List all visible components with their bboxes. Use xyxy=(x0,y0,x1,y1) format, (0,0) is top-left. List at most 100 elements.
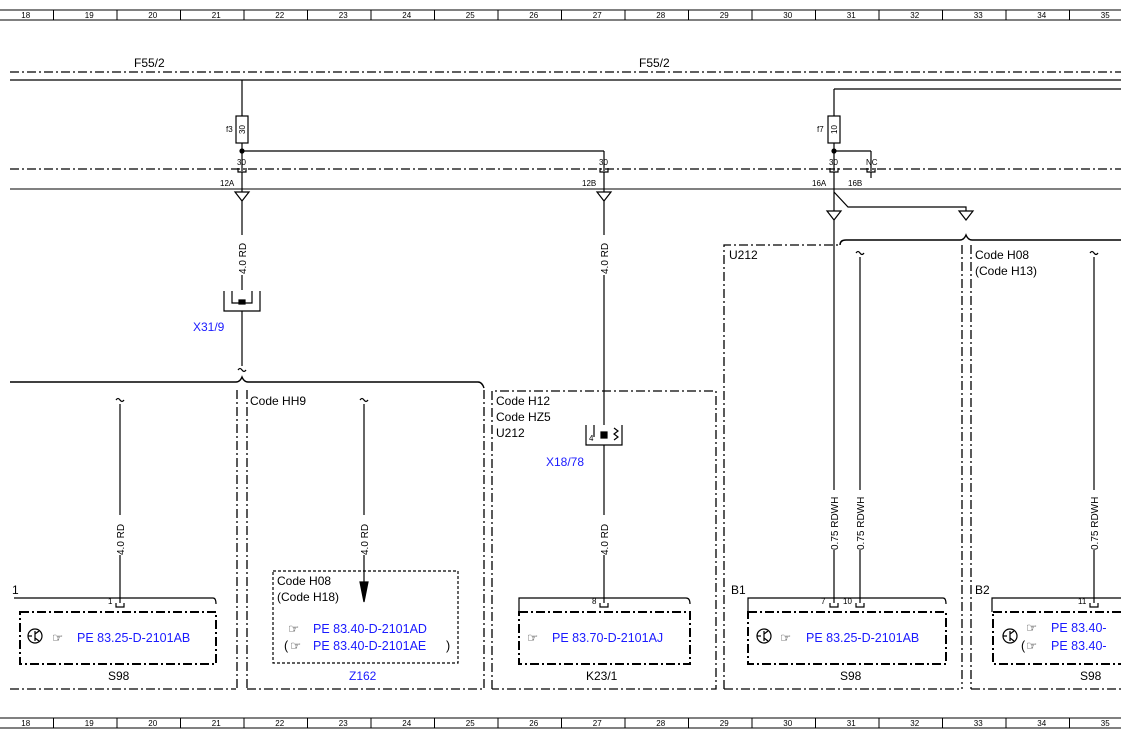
pin-12b: 12B xyxy=(582,179,596,188)
ruler-top-cell-label: 26 xyxy=(529,11,538,20)
fuse-f3-name: f3 xyxy=(226,125,233,134)
ruler-bottom-cell-label: 20 xyxy=(148,719,157,728)
s98-b2-name: S98 xyxy=(1080,669,1102,683)
bus-connector-pins xyxy=(237,168,876,192)
ruler-bottom-cell-label: 31 xyxy=(847,719,856,728)
s98-b2-ref-alt[interactable]: PE 83.40- xyxy=(1051,639,1107,653)
z162-name[interactable]: Z162 xyxy=(349,669,377,683)
ruler-bottom-cell-label: 25 xyxy=(466,719,475,728)
zone-wires xyxy=(115,220,1099,603)
ruler-top-cell-label: 19 xyxy=(85,11,94,20)
zone-code-h08-right: Code H08 xyxy=(975,248,1029,262)
component-s98-b2[interactable] xyxy=(991,597,1121,665)
s98-left-pin: 1 xyxy=(108,597,113,606)
ruler-bottom-cell-label: 18 xyxy=(21,719,30,728)
ruler-top-cell-label: 20 xyxy=(148,11,157,20)
k23-ref[interactable]: PE 83.70-D-2101AJ xyxy=(552,631,663,645)
connector-x18-78[interactable]: X18/78 xyxy=(546,455,584,469)
s98-b1-pin-a: 7 xyxy=(821,597,826,606)
z162-code: Code H08 xyxy=(277,574,331,588)
pin-16b: 16B xyxy=(848,179,862,188)
s98-b2-paren-open: ( xyxy=(1021,639,1026,653)
wire-label-left-top: 4.0 RD xyxy=(238,243,249,274)
s98-left-ref-icon: ☞ xyxy=(52,631,63,645)
k23-pin: 8 xyxy=(592,597,597,606)
s98-b2-ref-icon: ☞ xyxy=(1026,621,1037,635)
ruler-bottom-cell-label: 22 xyxy=(275,719,284,728)
ruler-top-cell-label: 22 xyxy=(275,11,284,20)
ruler-bottom-cell-label: 34 xyxy=(1037,719,1046,728)
s98-left-ref[interactable]: PE 83.25-D-2101AB xyxy=(77,631,190,645)
s98-left-name: S98 xyxy=(108,669,130,683)
bus-f55-2 xyxy=(10,71,1121,190)
fuse-f3 xyxy=(235,80,605,171)
z162-ref-alt[interactable]: PE 83.40-D-2101AE xyxy=(313,639,426,653)
connector-x31-9[interactable]: X31/9 xyxy=(193,320,225,334)
wire-mid-column xyxy=(585,201,623,598)
pin-30-right: 30 xyxy=(829,158,838,167)
ruler-top-cell-label: 25 xyxy=(466,11,475,20)
ruler-bottom-cell-label: 33 xyxy=(974,719,983,728)
fuse-f7-rating: 10 xyxy=(830,125,839,134)
zone-code-hh9: Code HH9 xyxy=(250,394,306,408)
z162-paren-open: ( xyxy=(284,639,289,653)
fuse-f3-rating: 30 xyxy=(238,125,247,134)
ruler-top-cell-label: 30 xyxy=(783,11,792,20)
wire-label-z162: 4.0 RD xyxy=(360,524,371,555)
pin-30-left: 30 xyxy=(237,158,246,167)
s98-b1-ref[interactable]: PE 83.25-D-2101AB xyxy=(806,631,919,645)
ruler-top-cell-label: 18 xyxy=(21,11,30,20)
zone-boundaries xyxy=(10,244,1121,690)
bus-label-left: F55/2 xyxy=(134,56,165,70)
component-k23-1[interactable] xyxy=(518,597,691,665)
pin-12a: 12A xyxy=(220,179,235,188)
wire-left-column xyxy=(223,201,261,373)
bus-label-right: F55/2 xyxy=(639,56,670,70)
wire-label-u212-b: 0.75 RDWH xyxy=(856,497,867,550)
s98-b1-name: S98 xyxy=(840,669,862,683)
z162-ref[interactable]: PE 83.40-D-2101AD xyxy=(313,622,427,636)
zone-brace-left xyxy=(10,233,1121,389)
z162-paren-close: ) xyxy=(446,639,450,653)
s98-left-edge: 1 xyxy=(12,583,19,597)
z162-code-alt: (Code H18) xyxy=(277,590,339,604)
ruler-bottom-cell-label: 35 xyxy=(1101,719,1110,728)
ruler-bottom-cell-label: 29 xyxy=(720,719,729,728)
ruler-top-cell-label: 24 xyxy=(402,11,411,20)
ruler-bottom-cell-label: 21 xyxy=(212,719,221,728)
ruler-bottom-cell-label: 23 xyxy=(339,719,348,728)
wire-label-u212-a: 0.75 RDWH xyxy=(830,497,841,550)
component-s98-left[interactable] xyxy=(14,597,217,665)
ruler-top-cell-label: 23 xyxy=(339,11,348,20)
pin-30-mid: 30 xyxy=(599,158,608,167)
s98-b1-edge: B1 xyxy=(731,583,746,597)
s98-b2-edge: B2 xyxy=(975,583,990,597)
ruler-bottom-cell-label: 30 xyxy=(783,719,792,728)
ruler-top-cell-label: 32 xyxy=(910,11,919,20)
ruler-bottom-cell-label: 26 xyxy=(529,719,538,728)
z162-ref-alt-icon: ☞ xyxy=(290,639,301,653)
component-s98-b1[interactable] xyxy=(747,597,947,665)
zone-code-hz5: Code HZ5 xyxy=(496,410,551,424)
ruler-top-cell-label: 33 xyxy=(974,11,983,20)
ruler-top-cell-label: 27 xyxy=(593,11,602,20)
k23-ref-icon: ☞ xyxy=(527,631,538,645)
zone-code-h12: Code H12 xyxy=(496,394,550,408)
wire-label-k23: 4.0 RD xyxy=(600,524,611,555)
ruler-bottom-cell-label: 27 xyxy=(593,719,602,728)
ruler-bottom-cell-label: 32 xyxy=(910,719,919,728)
connector-x18-pin: 4 xyxy=(589,434,594,443)
pin-nc: NC xyxy=(866,158,878,167)
k23-name: K23/1 xyxy=(586,669,618,683)
s98-b2-ref[interactable]: PE 83.40- xyxy=(1051,621,1107,635)
s98-b1-pin-b: 10 xyxy=(843,597,852,606)
ruler-top-cell-label: 35 xyxy=(1101,11,1110,20)
ruler-top-cell-label: 21 xyxy=(212,11,221,20)
s98-b1-ref-icon: ☞ xyxy=(780,631,791,645)
component-z162[interactable] xyxy=(272,570,459,664)
s98-b2-pin: 11 xyxy=(1078,597,1087,606)
terminal-triangles xyxy=(233,191,975,221)
